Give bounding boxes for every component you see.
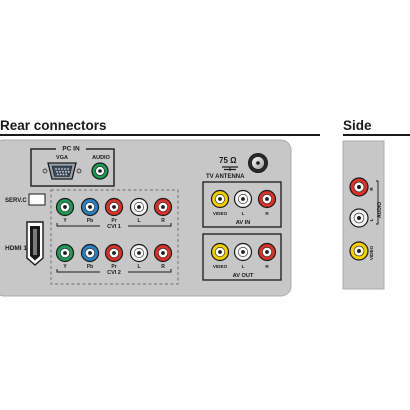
cvi2-jack-l [129,243,149,263]
av_in-jack-label: VIDEO [213,211,228,216]
av_out-jack-label: R [265,264,269,269]
cvi1-jack-label: Y [63,218,67,224]
antenna-ohm-label: 75 Ω [219,156,237,165]
side-jack-group: R L VIDEO [349,177,379,261]
cvi2-title: CVI 2 [107,270,121,276]
cvi2-jack-label: Pr [111,264,116,270]
av_out-jack-video [210,242,230,262]
cvi1-group: Y Pb Pr L R CVI 1 [55,197,173,230]
cvi1-jack-label: Pr [111,218,116,224]
av-out-frame [202,233,282,281]
av_in-jack-r [257,189,277,209]
av-out-group: VIDEO L R AV OUT [210,242,277,279]
cvi2-jack-label: R [161,264,165,270]
tv-antenna-connector-icon [248,153,268,173]
side-jack-label: R [369,187,374,191]
pc-audio-jack-icon [91,162,109,180]
hdmi-port-icon [26,221,44,266]
rear-heading-rule [0,134,320,136]
vga-label: VGA [56,155,68,161]
av_in-jack-l [233,189,253,209]
av_in-jack-label: R [265,211,269,216]
av_in-jack-label: L [242,211,245,216]
av_in-jack-video [210,189,230,209]
cvi2-jack-y [55,243,75,263]
cvi1-jack-r [153,197,173,217]
side-jack-label: VIDEO [369,245,374,260]
rear-connectors-heading: Rear connectors [0,118,107,133]
side-jack-label: L [369,218,374,221]
vga-port-icon [42,162,82,180]
side-jack-video [349,241,369,261]
av_in-title: AV IN [236,220,251,226]
side-jack-l [349,208,369,228]
av_out-jack-r [257,242,277,262]
cvi1-jack-label: L [137,218,140,224]
av_out-title: AV OUT [233,273,254,279]
side-heading-rule [343,134,410,136]
tv-antenna-label: TV ANTENNA [206,174,245,180]
cvi1-jack-pr [104,197,124,217]
cvi2-jack-label: L [137,264,140,270]
audio-label: AUDIO [92,155,110,161]
cvi2-jack-pb [80,243,100,263]
cvi2-group: Y Pb Pr L R CVI 2 [55,243,173,276]
cvi1-jack-l [129,197,149,217]
av_out-jack-label: VIDEO [213,264,228,269]
serv-c-label: SERV.C [5,198,27,204]
cvi2-jack-label: Pb [87,264,93,270]
side-audio-label: AUDIO [377,202,383,218]
hdmi-label: HDMI 1 [5,245,27,252]
serv-c-port-icon [28,193,46,206]
antenna-symbol-icon [222,166,238,171]
av_out-jack-l [233,242,253,262]
av_out-jack-label: L [242,264,245,269]
side-heading: Side [343,118,372,133]
av-in-frame [202,181,282,228]
cvi2-jack-label: Y [63,264,67,270]
cvi2-jack-pr [104,243,124,263]
av-in-group: VIDEO L R AV IN [210,189,277,226]
side-audio-bracket [376,180,379,225]
side-jack-r [349,177,369,197]
cvi1-title: CVI 1 [107,224,121,230]
cvi2-jack-r [153,243,173,263]
cvi-dashed-frame [50,189,179,285]
cvi1-jack-label: R [161,218,165,224]
pc-in-label: PC IN [62,146,80,153]
cvi1-jack-label: Pb [87,218,93,224]
cvi1-jack-y [55,197,75,217]
cvi1-jack-pb [80,197,100,217]
